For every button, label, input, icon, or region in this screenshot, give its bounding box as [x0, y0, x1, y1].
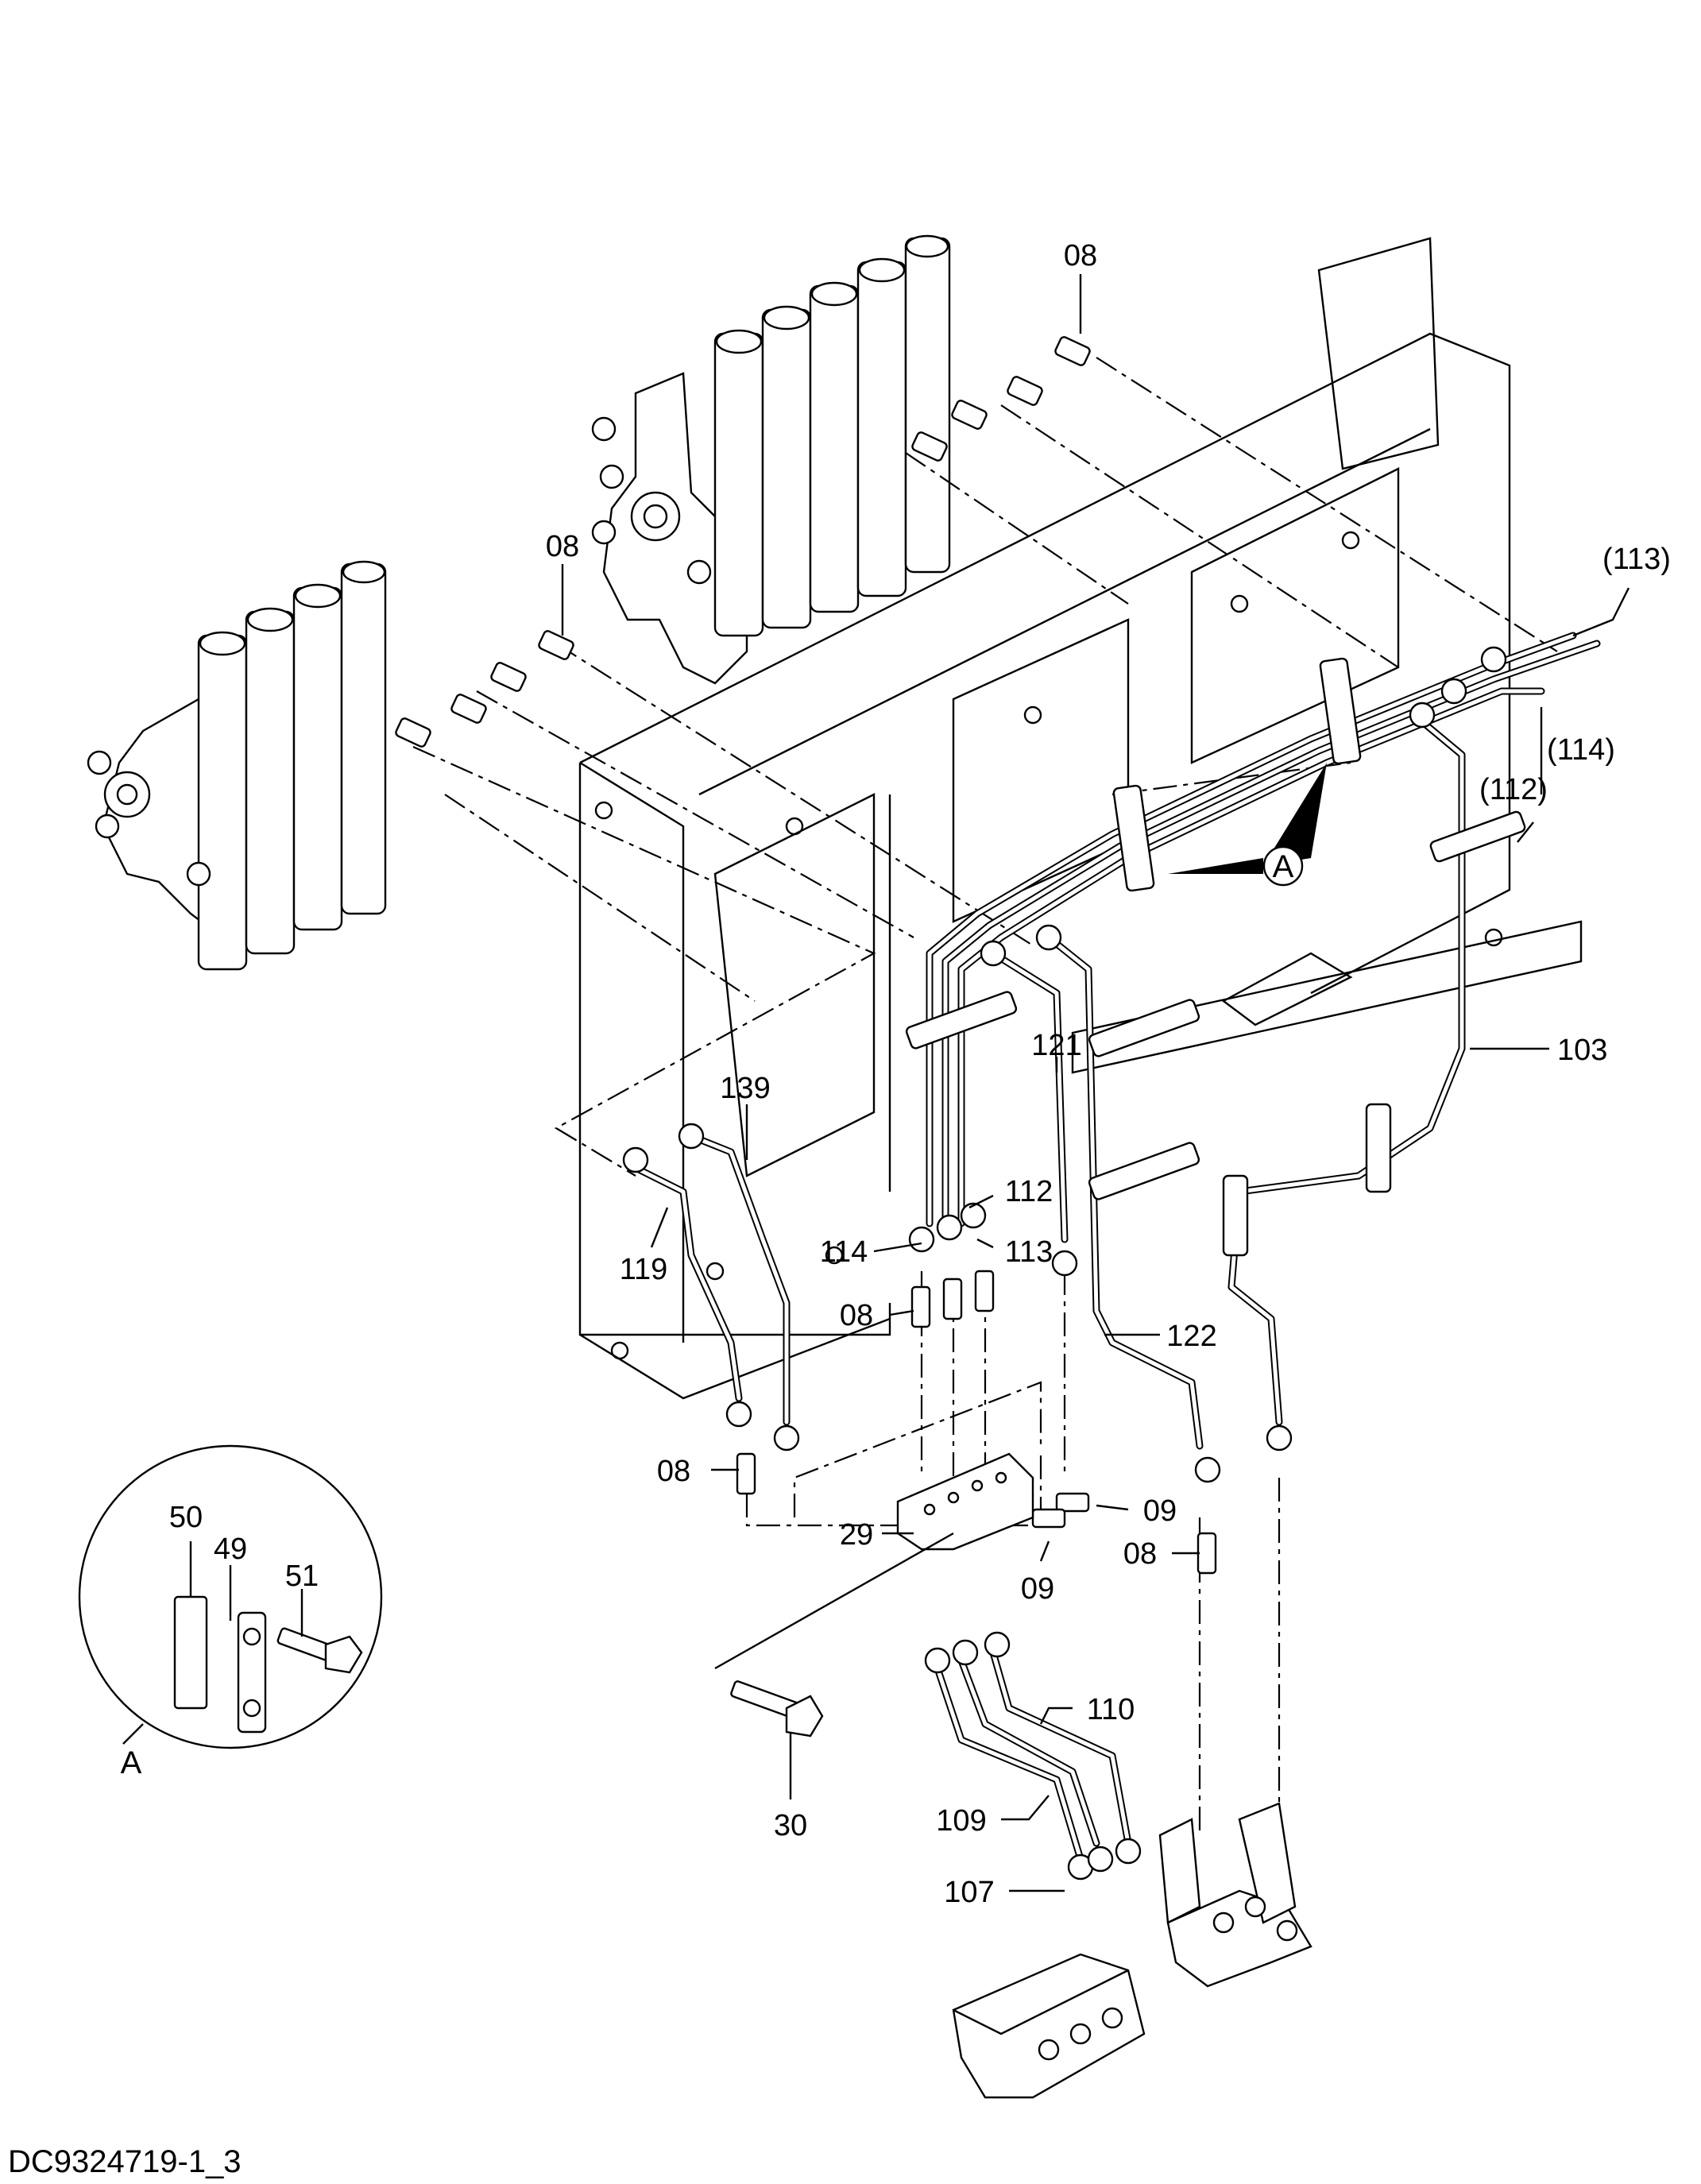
- control-valve-upper: [591, 234, 951, 685]
- detail-label-51: 51: [285, 1560, 319, 1593]
- detail-a-label: A: [121, 1745, 142, 1780]
- figure-id: DC9324719-1_3: [8, 2144, 242, 2179]
- label-113-paren: (113): [1602, 543, 1671, 576]
- label-29: 29: [840, 1518, 873, 1552]
- label-112-paren: (112): [1479, 773, 1548, 806]
- label-107: 107: [944, 1876, 994, 1909]
- lower-bracket-left: [952, 1953, 1146, 2099]
- control-valve-left: [87, 560, 387, 971]
- junction-block: [896, 1452, 1034, 1551]
- part-labels: 08 08 (113) (114) (112) 103 139 121 119 …: [546, 239, 1671, 1909]
- label-121: 121: [1031, 1029, 1081, 1062]
- fittings: [395, 336, 1507, 1881]
- label-08-right: 08: [1123, 1537, 1157, 1571]
- callout-a-label: A: [1273, 849, 1294, 884]
- label-114-paren: (114): [1547, 733, 1615, 767]
- label-103: 103: [1557, 1034, 1607, 1067]
- label-112: 112: [1005, 1175, 1053, 1208]
- label-114: 114: [820, 1235, 868, 1269]
- detail-label-50: 50: [169, 1501, 203, 1534]
- lower-bracket-right: [1158, 1802, 1312, 1988]
- label-110: 110: [1087, 1693, 1135, 1726]
- pipes: [632, 632, 1601, 1863]
- label-113: 113: [1005, 1235, 1053, 1269]
- label-08-mid: 08: [546, 530, 579, 563]
- callout-a-arrows: A: [1168, 763, 1327, 887]
- label-08-left: 08: [840, 1299, 873, 1332]
- mounting-bolt: [714, 1532, 954, 1738]
- detail-a-circle: 50 49 51 A: [78, 1444, 383, 1780]
- label-08-block: 08: [657, 1455, 690, 1488]
- assembly-lines: [412, 357, 1558, 1835]
- label-109: 109: [936, 1804, 986, 1838]
- detail-label-49: 49: [214, 1533, 247, 1566]
- label-30: 30: [774, 1809, 807, 1842]
- label-09-b: 09: [1021, 1572, 1054, 1606]
- label-119: 119: [620, 1253, 668, 1286]
- label-09-a: 09: [1143, 1494, 1177, 1528]
- label-08-top: 08: [1064, 239, 1097, 273]
- pipe-clamps: [905, 657, 1526, 1257]
- leader-lines: [561, 274, 1630, 1892]
- label-122: 122: [1166, 1320, 1216, 1353]
- label-139: 139: [720, 1072, 770, 1105]
